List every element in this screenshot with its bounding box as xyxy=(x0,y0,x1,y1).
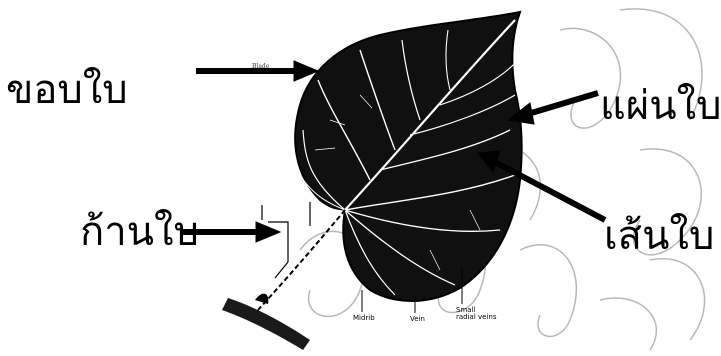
small-tag-margin: Blade xyxy=(252,64,269,70)
caption-midrib: Midrib xyxy=(353,315,375,322)
caption-vein: Vein xyxy=(410,316,425,323)
caption-small-veins: Small radial veins xyxy=(456,307,497,322)
petiole-and-twig xyxy=(222,202,345,350)
label-margin: ขอบใบ xyxy=(6,70,128,110)
label-blade: แผ่นใบ xyxy=(600,86,721,126)
petiole xyxy=(258,210,345,310)
arrow-blade xyxy=(508,93,598,124)
twig xyxy=(222,298,310,350)
label-petiole: ก้านใบ xyxy=(80,212,199,252)
caption-small-veins-line2: radial veins xyxy=(456,314,497,321)
bud xyxy=(255,294,268,304)
label-vein: เส้นใบ xyxy=(604,216,714,256)
